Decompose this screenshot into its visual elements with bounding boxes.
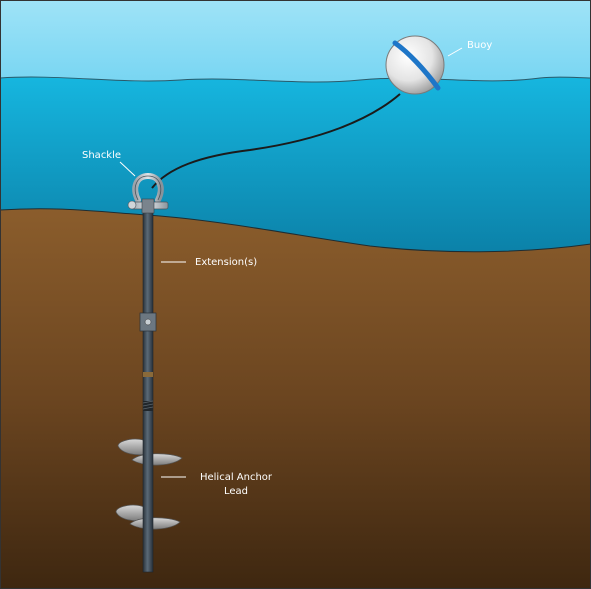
seabed-line [0,208,591,253]
shackle-label: Shackle [82,150,121,161]
buoy-leader-line [447,47,463,57]
shackle [127,172,169,214]
buoy-stripe [392,40,441,91]
buoy [385,35,445,95]
seabed-soil [0,208,591,589]
anchor-rod [142,209,154,573]
rod-joint-band [143,372,153,377]
rod-coupler [139,312,157,332]
water-surface-line [0,76,591,83]
helical-plate-lower [115,504,181,530]
buoy-label: Buoy [467,40,492,51]
shackle-leader-line [119,161,136,177]
helical-anchor-label-line2: Lead [224,486,248,497]
mooring-line [151,93,401,189]
rod-thread-band [142,400,154,411]
helical-anchor-label-line1: Helical Anchor [200,472,273,483]
extension-label: Extension(s) [195,257,257,268]
